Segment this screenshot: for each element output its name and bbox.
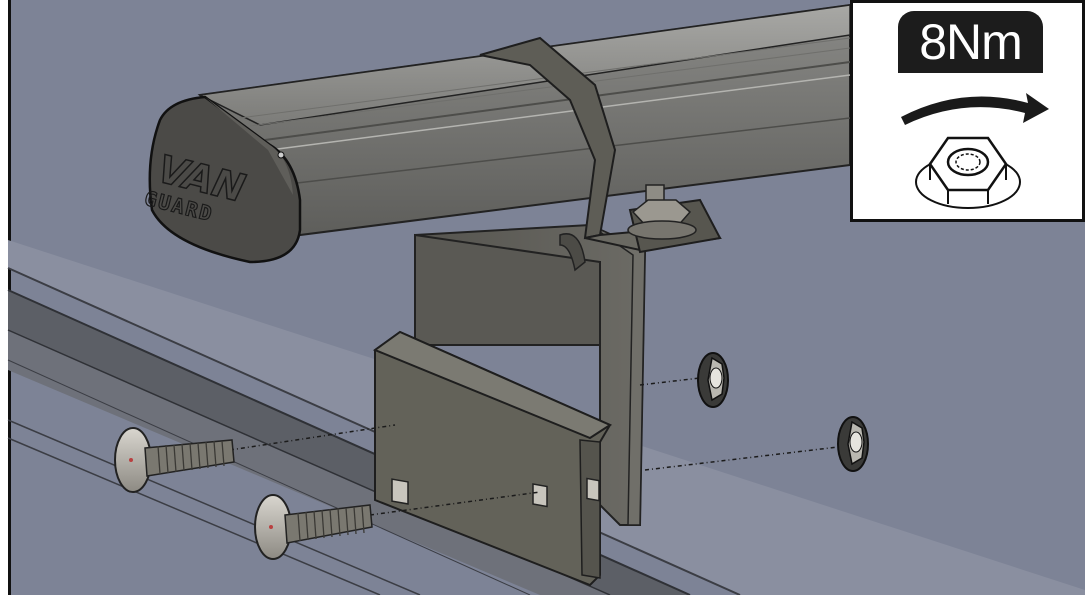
torque-label-box: 8Nm xyxy=(898,11,1043,73)
bolt-slot xyxy=(532,483,548,508)
clamp-plate xyxy=(372,330,613,587)
flange-nut-icon xyxy=(915,136,1021,209)
bolt-slot xyxy=(586,477,600,502)
carriage-bolt xyxy=(114,427,235,493)
flange-nut xyxy=(697,352,729,408)
assembly-guide-lines xyxy=(229,377,839,516)
flange-nut xyxy=(837,416,869,472)
carriage-bolt xyxy=(254,494,373,560)
torque-callout: 8Nm xyxy=(850,0,1085,222)
torque-icons xyxy=(901,93,1049,209)
top-bolt-assembly xyxy=(627,184,697,240)
clockwise-arrow-icon xyxy=(901,93,1049,125)
bolt-slot xyxy=(391,478,409,505)
torque-value: 8Nm xyxy=(919,14,1023,70)
end-cap: VAN GUARD xyxy=(142,95,302,264)
